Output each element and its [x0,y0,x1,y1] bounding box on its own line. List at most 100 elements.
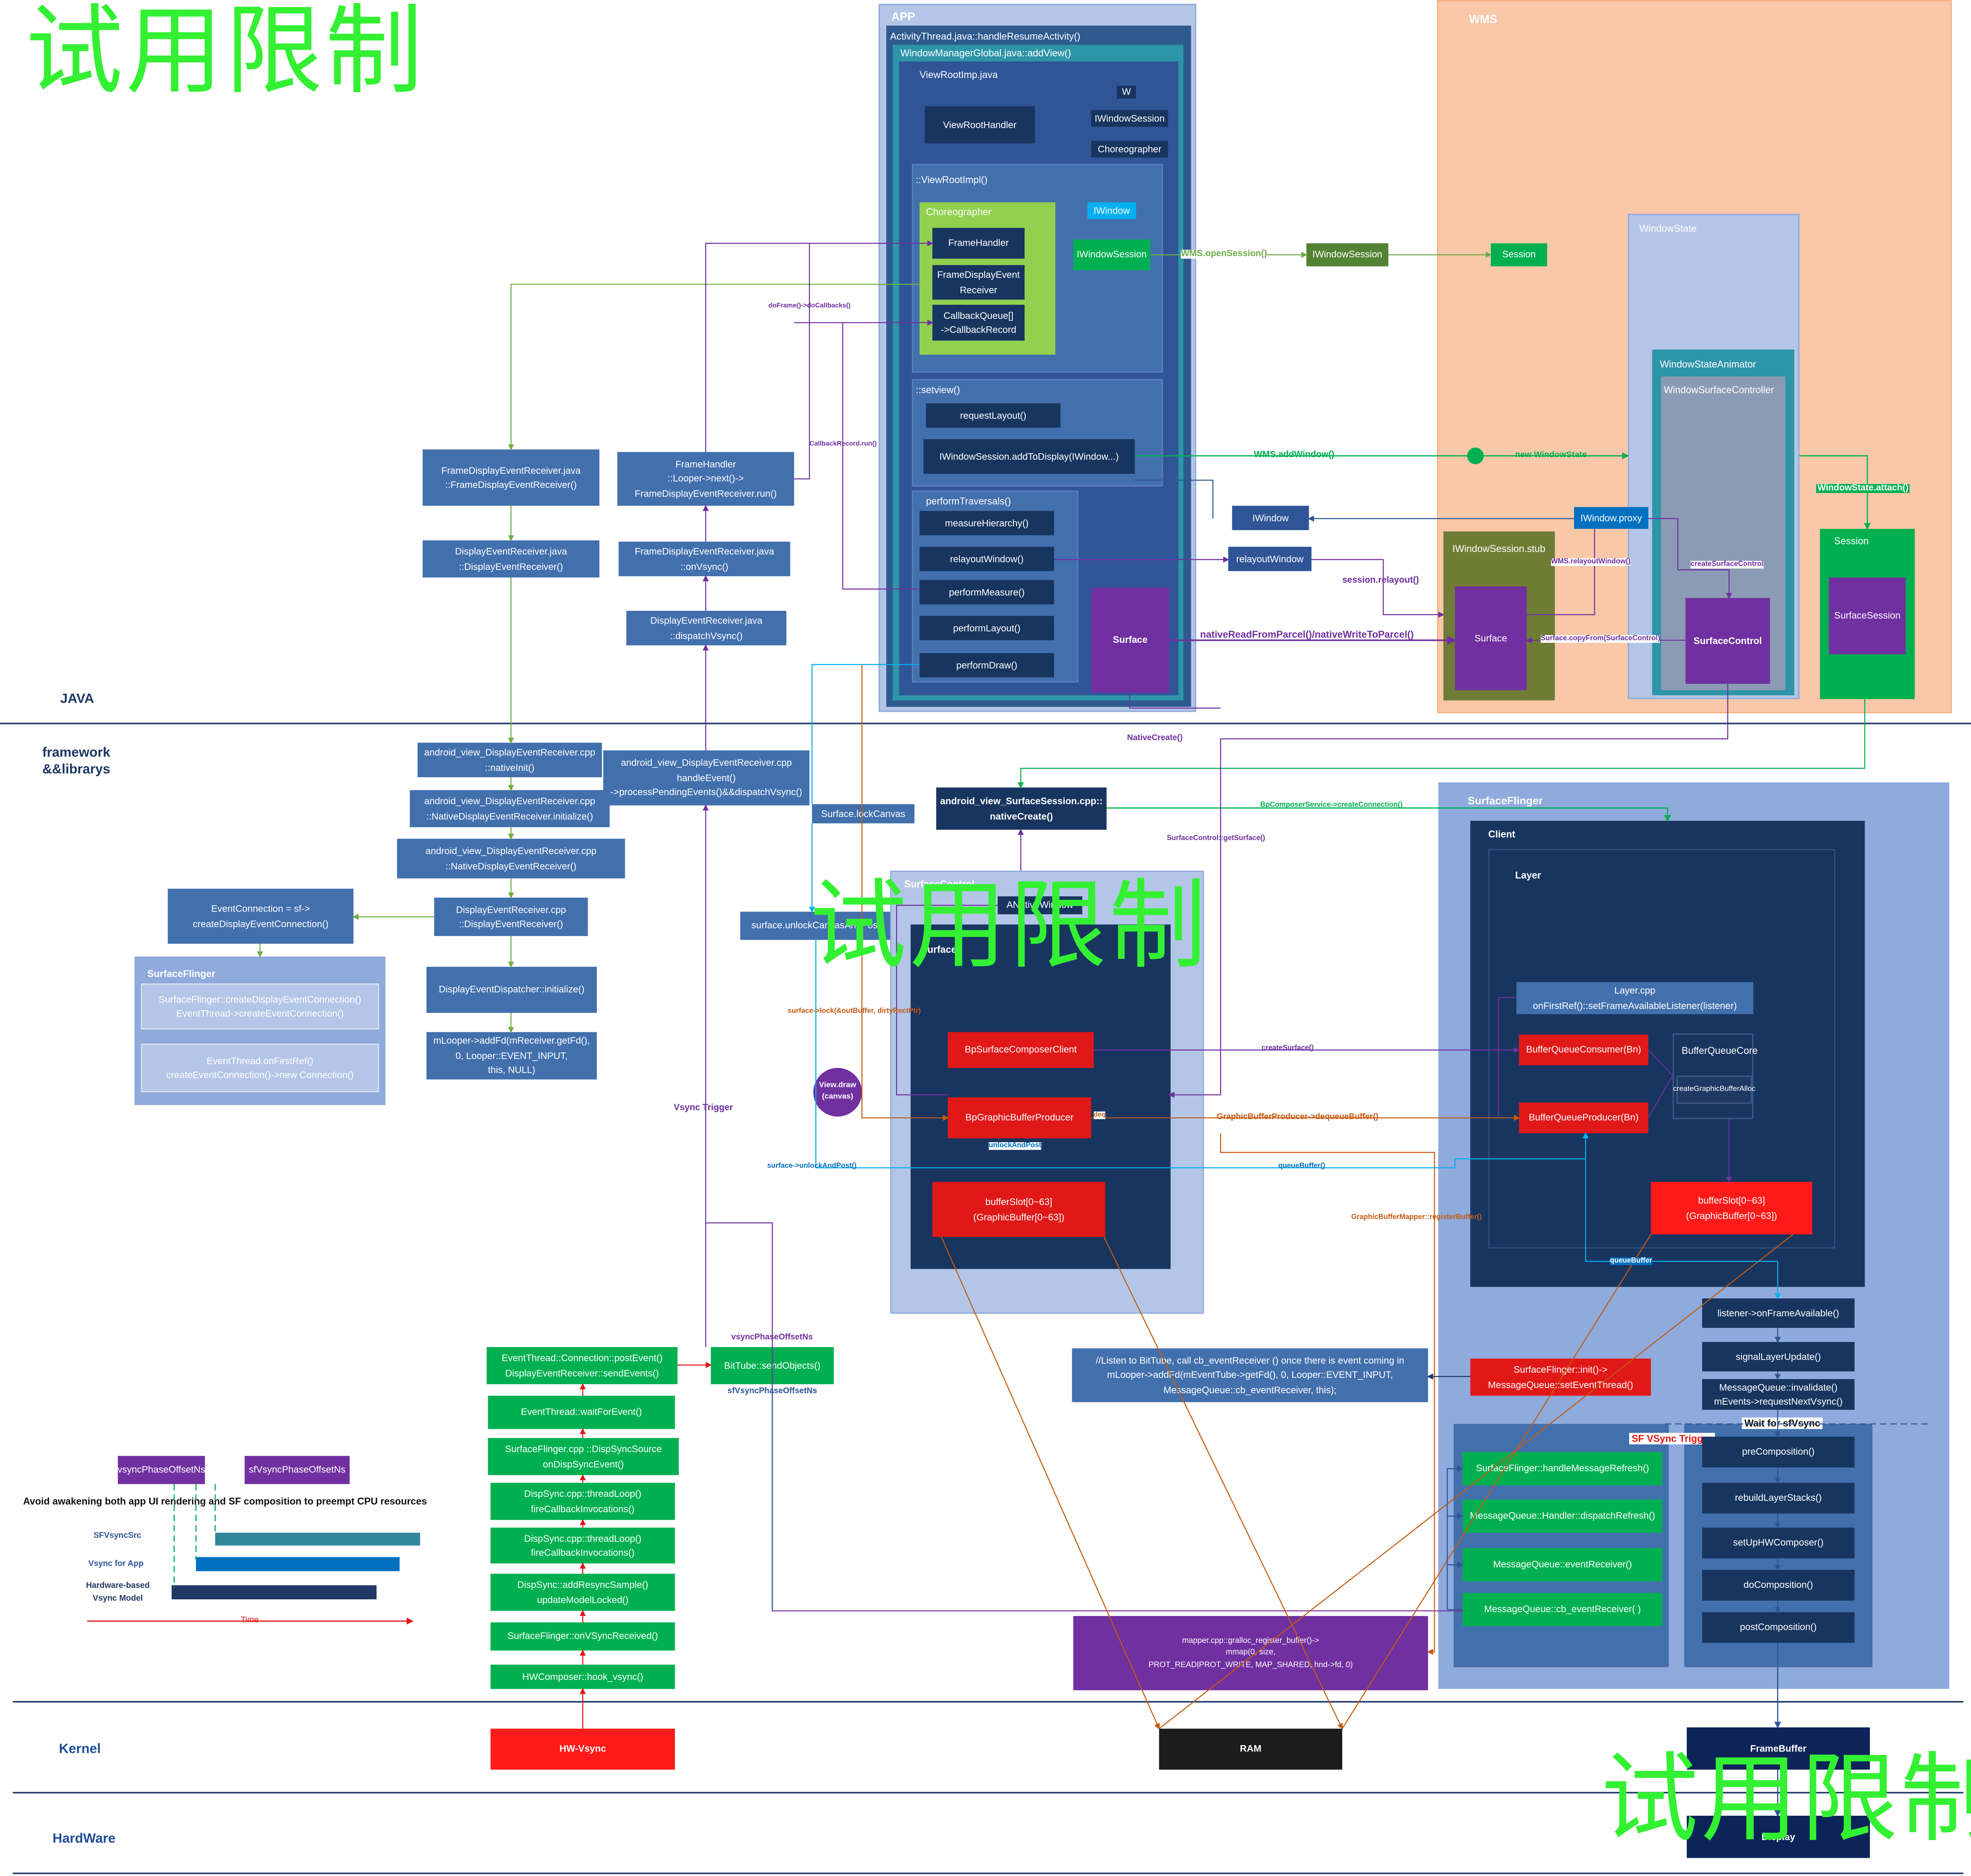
mapper-box[interactable]: mapper.cpp::gralloc_register_buffer()-> … [1073,1616,1428,1690]
wms-iwindowsession[interactable]: IWindowSession [1306,243,1388,266]
measurehierarchy-box[interactable]: measureHierarchy() [919,511,1054,536]
nder-initialize-box[interactable]: android_view_DisplayEventReceiver.cpp ::… [410,790,610,827]
wire-surface-down [1129,692,1221,709]
handleevent-box[interactable]: android_view_DisplayEventReceiver.cpp ha… [603,750,810,806]
vsyncforapp-bar [196,1557,400,1571]
label-createconn: BpComposerService->createConnection() [1260,801,1403,810]
surfacesession-box[interactable]: SurfaceSession [1829,577,1906,655]
rebuildlayerstacks-box[interactable]: rebuildLayerStacks() [1702,1483,1855,1514]
app-addview-label: WindowManagerGlobal.java::addView() [900,47,1071,59]
cgba-box[interactable]: createGraphicBufferAlloc [1673,1076,1755,1104]
wire-createconn [1107,807,1671,822]
callbackqueue-box[interactable]: CallbackQueue[] ->CallbackRecord [932,305,1025,341]
eventthread-onfirstref-box[interactable]: EventThread.onFirstRef() createEventConn… [141,1043,379,1092]
nativeinit-box[interactable]: android_view_DisplayEventReceiver.cpp ::… [417,743,602,778]
precomposition-box[interactable]: preComposition() [1702,1437,1855,1468]
mq-cb-eventreceiver-box[interactable]: MessageQueue::cb_eventReceiver( ) [1462,1593,1663,1627]
der-dispatchvsync-box[interactable]: DisplayEventReceiver.java ::dispatchVsyn… [626,610,786,646]
waitforevent-box[interactable]: EventThread::waitForEvent() [488,1396,675,1429]
wms-surface[interactable]: Surface [1455,586,1527,690]
performdraw-box[interactable]: performDraw() [919,653,1054,677]
wire-ram-2 [1103,1236,1343,1730]
der-java-box[interactable]: DisplayEventReceiver.java ::DisplayEvent… [423,540,600,578]
dispatchrefresh-box[interactable]: MessageQueue::Handler::dispatchRefresh() [1462,1499,1663,1533]
threadloop-box-1[interactable]: DispSync.cpp::threadLoop() fireCallbackI… [490,1483,675,1520]
wms-surfacecontrol[interactable]: SurfaceControl [1685,598,1770,684]
performlayout-box[interactable]: performLayout() [919,616,1054,640]
section-kernel: Kernel [59,1741,101,1757]
addwindow-node [1467,447,1484,464]
viewroothandler-box[interactable]: ViewRootHandler [924,106,1035,143]
app-bufferslot-box[interactable]: bufferSlot[0~63] (GraphicBuffer[0~63]) [932,1182,1105,1237]
wms-iwindow-proxy[interactable]: IWindow.proxy [1574,507,1649,529]
label-wsattach: WindowState.attach() [1816,484,1910,493]
bqconsumer-box[interactable]: BufferQueueConsumer(Bn) [1519,1035,1649,1066]
label-unlockpost: surface->unlockAndPost() [767,1163,857,1171]
onframeavailable-box[interactable]: listener->onFrameAvailable() [1702,1298,1855,1328]
listen-bittube-box[interactable]: //Listen to BitTube, call cb_eventReceiv… [1072,1348,1428,1402]
wire-sfcreate-layer [1498,997,1519,1119]
threadloop-box-2[interactable]: DispSync.cpp::threadLoop() fireCallbackI… [490,1528,675,1564]
sf-create-conn-box[interactable]: SurfaceFlinger::createDisplayEventConnec… [141,983,379,1030]
eventconnection-box[interactable]: EventConnection = sf-> createDisplayEven… [168,888,354,944]
invalidate-box[interactable]: MessageQueue::invalidate() mEvents->requ… [1702,1379,1855,1410]
setuphwcomposer-box[interactable]: setUpHWComposer() [1702,1528,1855,1559]
docomposition-box[interactable]: doComposition() [1702,1570,1855,1601]
mq-eventreceiver-box[interactable]: MessageQueue::eventReceiver() [1462,1548,1663,1582]
wms-relayoutwindow[interactable]: relayoutWindow [1228,547,1312,571]
framehandler-box[interactable]: FrameHandler [932,228,1025,259]
wms-iwindow[interactable]: IWindow [1232,506,1309,530]
viewdraw-circle[interactable] [813,1068,862,1117]
nder-ctor-box[interactable]: android_view_DisplayEventReceiver.cpp ::… [397,839,625,878]
label-sfvpo: sfVsyncPhaseOffsetNs [727,1387,817,1396]
sf-bufferslot-box[interactable]: bufferSlot[0~63] (GraphicBuffer[0~63]) [1651,1182,1813,1235]
label-opensession: WMS.openSession() [1181,249,1267,259]
ram-box[interactable]: RAM [1159,1729,1342,1770]
avoid-awakening-note: Avoid awakening both app UI rendering an… [23,1495,427,1508]
onvsyncreceived-box[interactable]: SurfaceFlinger::onVSyncReceived() [490,1622,675,1651]
postcomposition-box[interactable]: postComposition() [1702,1612,1855,1643]
performmeasure-box[interactable]: performMeasure() [919,580,1054,605]
postevent-box[interactable]: EventThread::Connection::postEvent() Dis… [486,1347,678,1385]
display-box[interactable]: Display [1686,1816,1870,1858]
bpgraphicbufferproducer-box[interactable]: BpGraphicBufferProducer [948,1097,1092,1139]
wms-session[interactable]: Session [1490,243,1547,266]
signallayerupdate-box[interactable]: signalLayerUpdate() [1702,1342,1855,1372]
bpsurfacecomposerclient-box[interactable]: BpSurfaceComposerClient [948,1032,1094,1068]
w-tag: W [1117,86,1136,99]
wire-createsc [1648,518,1732,599]
app-resume-label: ActivityThread.java::handleResumeActivit… [890,30,1081,43]
requestlayout-box[interactable]: requestLayout() [926,403,1061,428]
viewrootimp-label: ViewRootImp.java [919,69,998,81]
addtodisplay-box[interactable]: IWindowSession.addToDisplay(IWindow...) [923,439,1135,474]
fder-onvsync-box[interactable]: FrameDisplayEventReceiver.java ::onVsync… [618,542,790,577]
fder-inner-box[interactable]: FrameDisplayEvent Receiver [932,265,1025,300]
fder-java-box[interactable]: FrameDisplayEventReceiver.java ::FrameDi… [423,449,600,506]
hw-vsync-box[interactable]: HW-Vsync [490,1729,675,1770]
ondispsyncevent-box[interactable]: SurfaceFlinger.cpp ::DispSyncSource onDi… [488,1438,679,1475]
sfinit-box[interactable]: SurfaceFlinger::init()-> MessageQueue::s… [1470,1359,1651,1396]
layer-cpp-box[interactable]: Layer.cpp onFirstRef()::setFrameAvailabl… [1516,982,1753,1014]
app-surface-box[interactable]: Surface [1091,588,1170,693]
wire-ram-4 [1341,1234,1652,1729]
wait-sfvsync-label: Wait for sfVsync [1742,1417,1823,1429]
framebuffer-box[interactable]: FrameBuffer [1686,1727,1870,1770]
addfd-box[interactable]: mLooper->addFd(mReceiver.getFd(), 0, Loo… [426,1032,597,1079]
hook-vsync-box[interactable]: HWComposer::hook_vsync() [490,1664,675,1689]
windowsurfacecontroller-label: WindowSurfaceController [1664,384,1774,396]
surfacesession-nativecreate-box[interactable]: android_view_SurfaceSession.cpp:: native… [936,787,1107,830]
iwindowsession-green[interactable]: IWindowSession [1073,239,1150,270]
relayoutwindow-box[interactable]: relayoutWindow() [919,547,1054,571]
addresyncsample-box[interactable]: DispSync::addResyncSample() updateModelL… [490,1574,675,1611]
dispatcher-initialize-box[interactable]: DisplayEventDispatcher::initialize() [426,966,597,1013]
bqproducer-box[interactable]: BufferQueueProducer(Bn) [1519,1102,1649,1133]
surface-unlockcanvas-box[interactable]: surface.unlockCanvasAndPost [740,912,892,940]
anativewindow-tag: ANativeWindow [997,896,1082,914]
framehandler-looper-box[interactable]: FrameHandler ::Looper->next()-> FrameDis… [617,452,794,506]
label-gbm: GraphicBufferMapper::registerBuffer() [1351,1214,1482,1222]
wire-session-relayout [1311,559,1445,618]
surface-lockcanvas-box[interactable]: Surface.lockCanvas [812,804,915,824]
der-cpp-box[interactable]: DisplayEventReceiver.cpp ::DisplayEventR… [434,897,588,936]
hwbased-label: Hardware-based Vsync Model [86,1581,150,1603]
